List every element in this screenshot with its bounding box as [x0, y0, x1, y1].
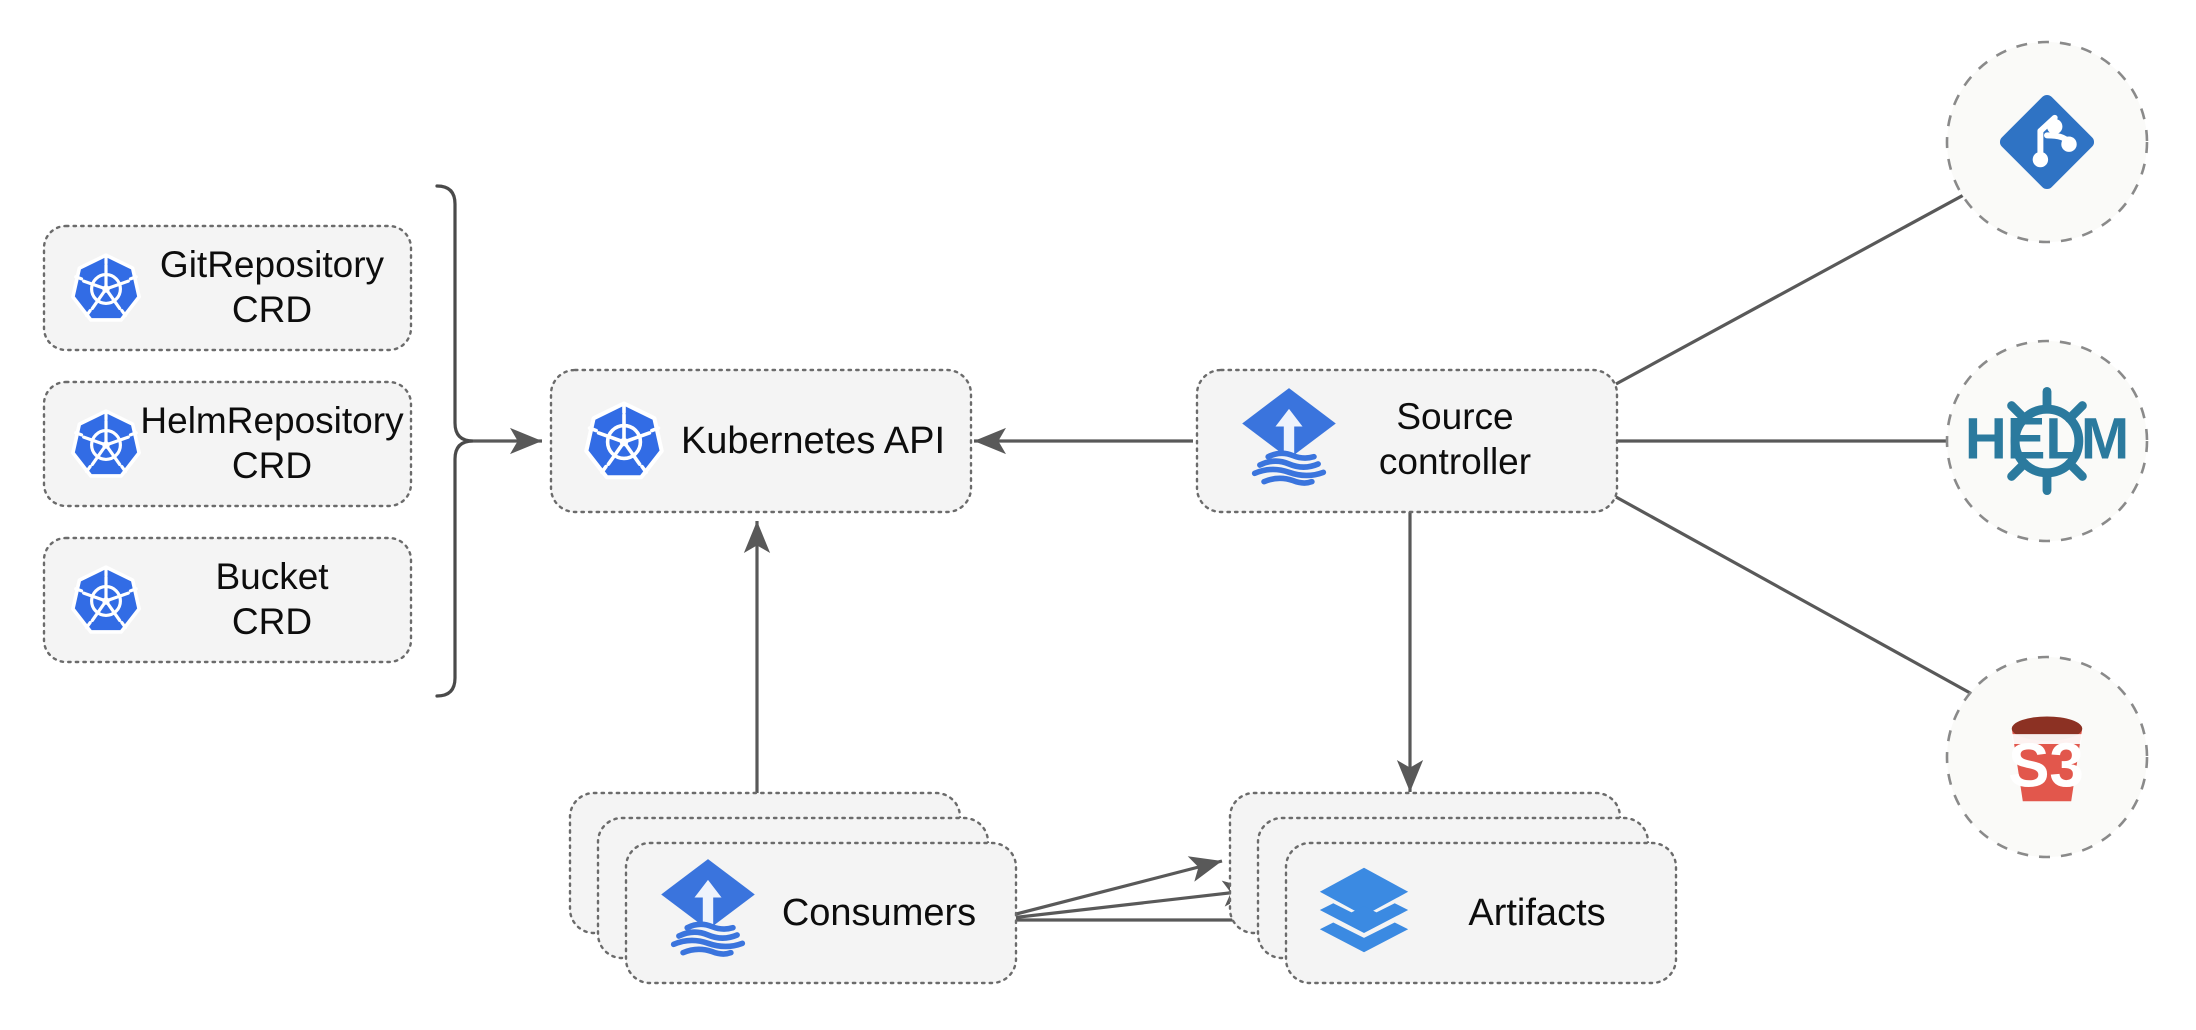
kubernetes-icon [71, 565, 141, 634]
kubernetes-api-label: Kubernetes API [681, 420, 945, 462]
node-artifacts[interactable]: Artifacts [1228, 791, 1678, 985]
edge-source-controller-to-s3 [1615, 495, 2029, 727]
node-source-controller[interactable]: Source controller [1195, 368, 1619, 514]
helm-label: HELM [1965, 406, 2129, 471]
source-circle-git[interactable] [1945, 40, 2149, 244]
node-consumers[interactable]: Consumers [568, 791, 1018, 985]
crds-bracket [435, 184, 474, 698]
artifacts-label: Artifacts [1468, 892, 1605, 934]
source-circle-s3[interactable]: S3 [1945, 655, 2149, 859]
crd-label-line1: HelmRepository [140, 400, 404, 441]
crd-label-line2: CRD [232, 601, 312, 642]
crd-card-helmrepository[interactable]: HelmRepository CRD [42, 380, 413, 508]
edge-consumers-to-artifacts-2 [992, 880, 1256, 922]
consumers-label: Consumers [782, 892, 976, 934]
crd-card-gitrepository[interactable]: GitRepository CRD [42, 224, 413, 352]
crd-label-line2: CRD [232, 289, 312, 330]
s3-label: S3 [2008, 731, 2084, 800]
edge-consumers-to-artifacts-1 [992, 856, 1223, 922]
edge-source-controller-to-git [1615, 158, 2029, 386]
edges-layer [473, 158, 2029, 934]
crd-card-bucket[interactable]: Bucket CRD [42, 536, 413, 664]
kubernetes-icon [71, 409, 141, 478]
crd-label-line1: Bucket [215, 556, 329, 597]
kubernetes-icon [586, 403, 661, 477]
crd-label-line2: CRD [232, 445, 312, 486]
crd-group: GitRepository CRD HelmRepository CRD Buc… [42, 224, 413, 664]
crd-label-line1: GitRepository [160, 244, 385, 285]
source-controller-label-line1: Source [1396, 396, 1513, 437]
node-kubernetes-api[interactable]: Kubernetes API [549, 368, 973, 514]
source-circle-helm[interactable]: HELM [1945, 339, 2149, 543]
kubernetes-icon [71, 253, 141, 322]
source-controller-label-line2: controller [1379, 441, 1531, 482]
